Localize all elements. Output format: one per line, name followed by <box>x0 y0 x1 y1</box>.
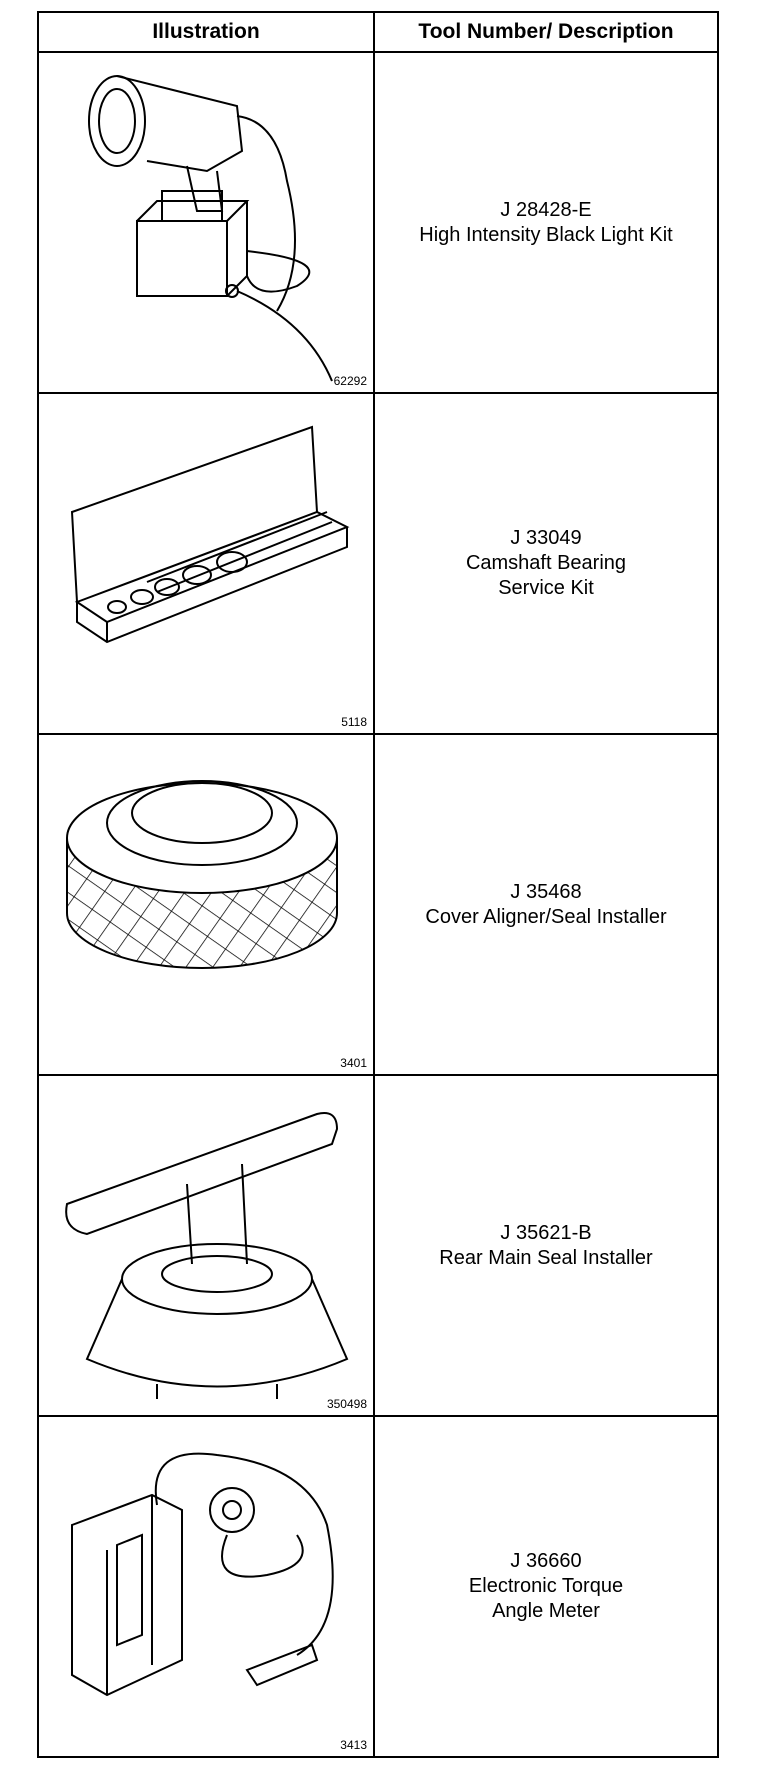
table-row: 5118 J 33049 Camshaft Bearing Service Ki… <box>37 392 719 735</box>
header-illustration: Illustration <box>37 11 375 53</box>
illustration-cell: 62292 <box>37 51 375 394</box>
table-row: 350498 J 35621-B Rear Main Seal Installe… <box>37 1074 719 1417</box>
black-light-kit-illustration <box>88 75 333 382</box>
tool-number: J 28428-E <box>500 198 592 221</box>
tool-number: J 35468 <box>510 880 582 903</box>
torque-angle-meter-illustration <box>71 1452 334 1697</box>
tool-description-cell: J 36660 Electronic Torque Angle Meter <box>373 1415 719 1758</box>
figure-number: 3413 <box>340 1738 367 1752</box>
tool-description: Electronic Torque <box>468 1575 624 1597</box>
illustration-cell: 350498 <box>37 1074 375 1417</box>
figure-number: 350498 <box>326 1397 367 1411</box>
figure-number: 5118 <box>341 715 367 729</box>
header-row: Illustration Tool Number/ Description <box>37 11 719 53</box>
cover-aligner-illustration <box>66 780 338 969</box>
tool-description-cell: J 28428-E High Intensity Black Light Kit <box>373 51 719 394</box>
tool-description: Angle Meter <box>492 1600 600 1622</box>
special-tools-table: Illustration Tool Number/ Description 62… <box>37 11 719 1758</box>
camshaft-bearing-kit-illustration <box>70 425 350 644</box>
tool-description: Rear Main Seal Installer <box>439 1246 653 1269</box>
tool-description: Service Kit <box>498 577 594 599</box>
table-row: 3413 J 36660 Electronic Torque Angle Met… <box>37 1415 719 1758</box>
tool-description: High Intensity Black Light Kit <box>419 223 673 246</box>
tool-number: J 35621-B <box>500 1221 592 1244</box>
tool-number: J 33049 <box>510 527 582 549</box>
figure-number: 62292 <box>333 374 367 388</box>
illustration-cell: 5118 <box>37 392 375 735</box>
tool-description-cell: J 35621-B Rear Main Seal Installer <box>373 1074 719 1417</box>
tool-description: Camshaft Bearing <box>465 552 627 574</box>
rear-main-seal-installer-illustration <box>65 1112 349 1399</box>
table-row: 3401 J 35468 Cover Aligner/Seal Installe… <box>37 733 719 1076</box>
table-row: 62292 J 28428-E High Intensity Black Lig… <box>37 51 719 394</box>
header-tool-description: Tool Number/ Description <box>373 11 719 53</box>
tool-description: Cover Aligner/Seal Installer <box>425 905 667 928</box>
figure-number: 3401 <box>340 1056 367 1070</box>
tool-description-cell: J 33049 Camshaft Bearing Service Kit <box>373 392 719 735</box>
tool-description-cell: J 35468 Cover Aligner/Seal Installer <box>373 733 719 1076</box>
tool-number: J 36660 <box>510 1550 582 1572</box>
illustration-cell: 3401 <box>37 733 375 1076</box>
illustration-cell: 3413 <box>37 1415 375 1758</box>
